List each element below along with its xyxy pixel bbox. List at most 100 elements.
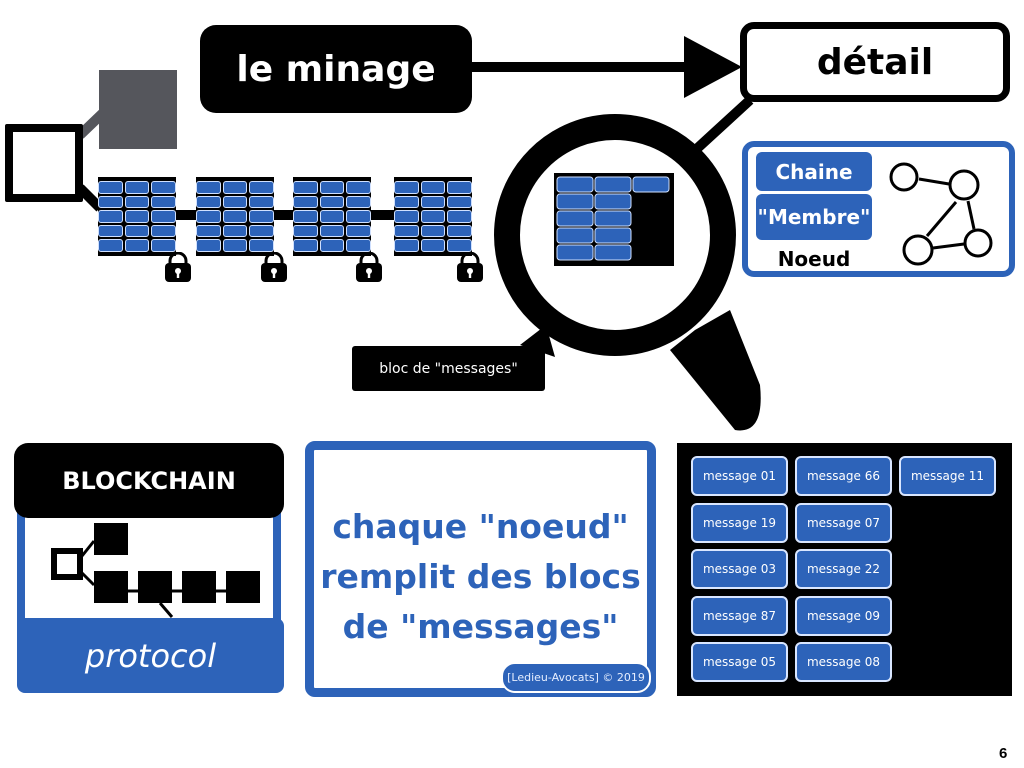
message-cell (222, 181, 248, 194)
message-cell (420, 239, 446, 252)
member-pill: "Membre" (756, 194, 872, 240)
message-cell (249, 210, 274, 223)
statement-line: remplit des blocs (320, 557, 641, 596)
statement-card: chaque "noeud" remplit des blocs de "mes… (305, 441, 656, 697)
message-cell (151, 210, 176, 223)
chain-block (394, 177, 472, 256)
block-callout: bloc de "messages" (352, 346, 545, 391)
message-cell (293, 210, 318, 223)
chain-block (196, 177, 274, 256)
message-cell (319, 224, 345, 238)
zoomed-block (554, 173, 674, 266)
blockchain-icon (51, 523, 260, 618)
message-cell (346, 239, 371, 252)
message-cell (447, 195, 472, 209)
lock-icon (457, 252, 483, 282)
message-cell (196, 239, 221, 252)
message-cell (420, 181, 446, 194)
genesis-block (5, 124, 83, 202)
message-cell (447, 181, 472, 194)
protocol-label: protocol (17, 618, 284, 693)
message-cell (293, 195, 318, 209)
message-cell (222, 224, 248, 238)
blockchain-card: BLOCKCHAIN (14, 443, 284, 693)
message-item: message 08 (795, 642, 892, 682)
arrow-line (470, 62, 690, 72)
zoomed-block-cells (556, 176, 670, 261)
message-cell (293, 239, 318, 252)
page-title: le minage (200, 25, 472, 113)
detail-label: détail (740, 22, 1010, 102)
message-cell (420, 195, 446, 209)
message-cell (293, 224, 318, 238)
message-cell (124, 239, 150, 252)
lock-icon (356, 252, 382, 282)
page-number: 6 (999, 745, 1008, 762)
arrow-head-icon (684, 36, 742, 98)
chain-block (293, 177, 371, 256)
message-cell (420, 224, 446, 238)
statement-line: de "messages" (342, 607, 619, 646)
node-label: Noeud (777, 247, 851, 271)
message-cell (394, 210, 419, 223)
node-legend: Chaine "Membre" Noeud (742, 141, 1015, 277)
message-item: message 07 (795, 502, 892, 543)
statement-line: chaque "noeud" (332, 507, 629, 546)
message-cell (98, 239, 123, 252)
blockchain-frame (17, 493, 281, 673)
message-cell (394, 239, 419, 252)
copyright-credit: [Ledieu-Avocats] © 2019 (501, 662, 651, 693)
message-cell (319, 210, 345, 223)
blockchain-title: BLOCKCHAIN (14, 443, 284, 518)
message-cell (319, 181, 345, 194)
message-cell (249, 181, 274, 194)
message-cell (249, 239, 274, 252)
message-cell (319, 239, 345, 252)
message-cell (420, 210, 446, 223)
message-cell (346, 181, 371, 194)
message-item: message 11 (899, 456, 996, 496)
message-cell (346, 195, 371, 209)
message-item: message 22 (795, 549, 892, 589)
message-cell (98, 210, 123, 223)
message-cell (394, 181, 419, 194)
message-cell (196, 181, 221, 194)
message-cell (222, 239, 248, 252)
message-cell (196, 210, 221, 223)
message-cell (346, 224, 371, 238)
message-item: message 05 (691, 642, 788, 682)
message-cell (249, 195, 274, 209)
message-cell (447, 224, 472, 238)
message-cell (98, 181, 123, 194)
message-cell (222, 210, 248, 223)
message-item: message 87 (691, 595, 788, 636)
message-cell (196, 224, 221, 238)
message-cell (98, 195, 123, 209)
message-cell (124, 224, 150, 238)
network-graph-icon (889, 162, 993, 266)
message-cell (151, 181, 176, 194)
orphan-block (99, 70, 177, 149)
message-cell (447, 239, 472, 252)
chain-block (98, 177, 176, 256)
message-cell (394, 224, 419, 238)
message-cell (293, 181, 318, 194)
message-item: message 66 (795, 456, 892, 496)
statement-text: chaque "noeud" remplit des blocs de "mes… (314, 502, 647, 652)
message-cell (98, 224, 123, 238)
message-cell (151, 195, 176, 209)
message-item: message 09 (795, 595, 892, 636)
message-cell (151, 239, 176, 252)
message-cell (249, 224, 274, 238)
message-cell (124, 195, 150, 209)
message-cell (124, 210, 150, 223)
message-cell (447, 210, 472, 223)
message-cell (151, 224, 176, 238)
message-cell (124, 181, 150, 194)
chain-pill: Chaine (756, 152, 872, 191)
lock-icon (165, 252, 191, 282)
lock-icon (261, 252, 287, 282)
message-cell (346, 210, 371, 223)
message-item: message 19 (691, 502, 788, 543)
